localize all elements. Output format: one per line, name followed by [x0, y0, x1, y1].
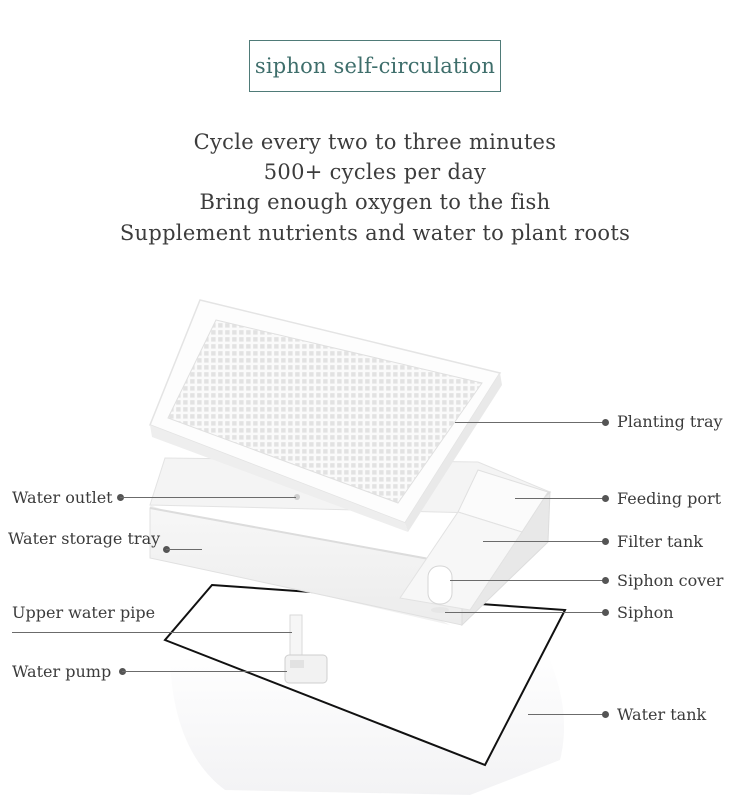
planting-tray-dot — [602, 419, 609, 426]
water-outlet-label: Water outlet — [12, 488, 113, 507]
feature-line-3: Bring enough oxygen to the fish — [199, 190, 551, 214]
feature-line-1: Cycle every two to three minutes — [193, 130, 557, 154]
filter-tank-dot — [602, 538, 609, 545]
water-storage-tray-leader — [166, 549, 202, 550]
water-pump-leader — [122, 671, 287, 672]
water-tank-dot — [602, 711, 609, 718]
feeding-port-dot — [602, 495, 609, 502]
water-tank-leader — [528, 714, 605, 715]
feature-line-2: 500+ cycles per day — [263, 160, 487, 184]
planting-tray-shape — [149, 299, 502, 532]
filter-tank-label: Filter tank — [617, 532, 703, 551]
title-box: siphon self-circulation — [249, 40, 501, 92]
siphon-cover-dot — [602, 577, 609, 584]
water-outlet-leader — [120, 497, 296, 498]
upper-water-pipe-label: Upper water pipe — [12, 603, 156, 622]
filter-tank-leader — [483, 541, 605, 542]
upper-water-pipe-leader — [12, 632, 292, 633]
water-tank-shape — [163, 583, 567, 795]
water-storage-tray-label: Water storage tray — [8, 529, 161, 548]
planting-tray-leader — [455, 422, 605, 423]
siphon-cover-leader — [450, 580, 605, 581]
water-pump-label: Water pump — [12, 662, 112, 681]
planting-tray-label: Planting tray — [617, 412, 723, 431]
pump-assembly-shape — [284, 614, 328, 684]
siphon-leader — [445, 612, 605, 613]
feature-line-4: Supplement nutrients and water to plant … — [119, 221, 631, 245]
siphon-cover-label: Siphon cover — [617, 571, 724, 590]
feeding-port-leader — [515, 498, 605, 499]
water-storage-tray-shape — [149, 457, 552, 627]
diagram-title: siphon self-circulation — [254, 54, 496, 78]
feeding-port-label: Feeding port — [617, 489, 722, 508]
siphon-dot — [602, 609, 609, 616]
siphon-label: Siphon — [617, 603, 674, 622]
water-tank-label: Water tank — [617, 705, 707, 724]
